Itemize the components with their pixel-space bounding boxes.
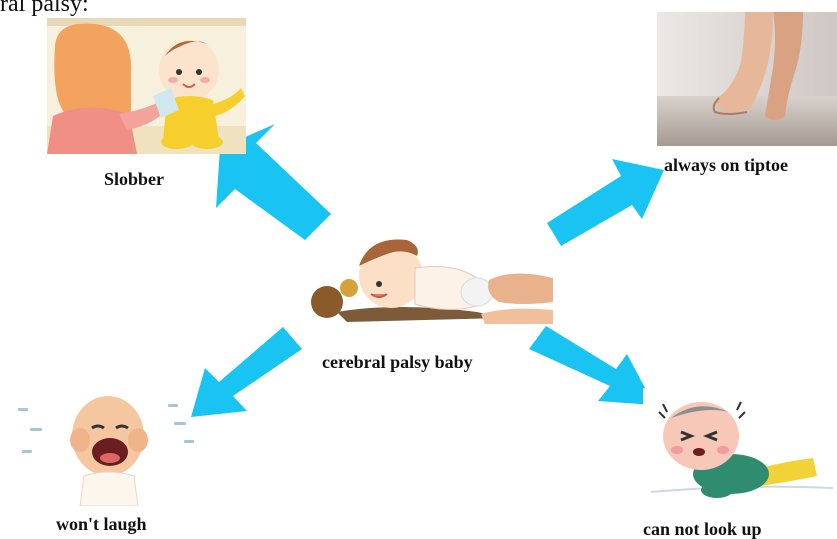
label-center: cerebral palsy baby bbox=[322, 353, 473, 371]
label-cannot-look-up: can not look up bbox=[643, 520, 762, 538]
arrow-to-tiptoe bbox=[547, 159, 664, 246]
label-slobber: Slobber bbox=[104, 170, 164, 188]
cannot-look-up-illustration bbox=[643, 388, 837, 510]
label-tiptoe: always on tiptoe bbox=[664, 156, 788, 174]
crying-baby-illustration bbox=[8, 388, 208, 506]
label-wont-laugh: won't laugh bbox=[56, 515, 147, 533]
cerebral-palsy-baby-illustration bbox=[307, 232, 553, 324]
slobber-illustration bbox=[47, 18, 246, 154]
tiptoe-photo bbox=[657, 12, 837, 146]
arrow-to-look-up bbox=[529, 326, 654, 405]
header-fragment: ral palsy: bbox=[0, 0, 89, 18]
